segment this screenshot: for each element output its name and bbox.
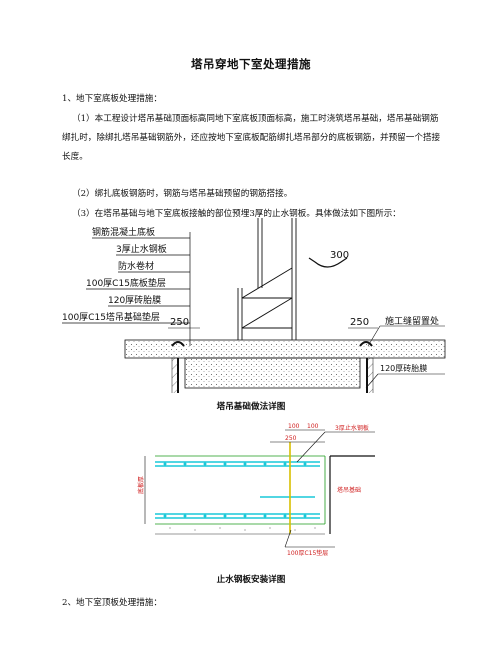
note-construction-joint: 施工缝留置处 <box>385 315 439 327</box>
label-slab-thickness: 底板厚 <box>137 476 145 494</box>
note-brick-mold-bottom: 120厚砖胎膜 <box>380 363 427 373</box>
dim-100-a: 100 <box>288 423 300 430</box>
dim-top-300: 300 <box>330 250 349 261</box>
dim-left-250: 250 <box>170 317 189 328</box>
figure1-caption: 塔吊基础做法详图 <box>216 402 286 412</box>
section1-heading: 1、地下室底板处理措施： <box>62 94 162 104</box>
dim-100-b: 100 <box>307 423 319 430</box>
waterstop-installation-drawing: 100 100 250 3厚止水钢板 塔吊基础 100厚C15垫层 底板厚 <box>137 423 375 557</box>
dim-right-250: 250 <box>350 317 369 328</box>
section1-paragraph-3: （3）在塔吊基础与地下室底板接触的部位预埋3厚的止水钢板。具体做法如下图所示： <box>72 209 401 219</box>
dim-250: 250 <box>285 435 297 442</box>
label-waterstop-plate: 3厚止水钢板 <box>116 243 167 255</box>
crane-foundation-drawing: 钢筋混凝土底板 3厚止水钢板 防水卷材 100厚C15底板垫层 120厚砖胎膜 … <box>62 218 446 393</box>
section2-heading: 2、地下室顶板处理措施： <box>62 598 162 608</box>
label-c15-cushion: 100厚C15垫层 <box>287 549 328 557</box>
figure2-caption: 止水钢板安装详图 <box>216 575 286 585</box>
label-slab-cushion: 100厚C15底板垫层 <box>86 277 166 289</box>
label-crane-foundation: 塔吊基础 <box>337 486 361 494</box>
label-foundation-cushion: 100厚C15塔吊基础垫层 <box>62 311 160 323</box>
label-waterstop-plate-2: 3厚止水钢板 <box>335 424 369 432</box>
label-brick-mold: 120厚砖胎膜 <box>108 294 161 306</box>
section1-paragraph-1: （1）本工程设计塔吊基础顶面标高同地下室底板顶面标高，施工时浇筑塔吊基础，塔吊基… <box>62 114 441 162</box>
page-title: 塔吊穿地下室处理措施 <box>191 57 311 71</box>
label-waterproof-membrane: 防水卷材 <box>118 260 154 272</box>
section1-paragraph-2: （2）绑扎底板钢筋时，钢筋与塔吊基础预留的钢筋搭接。 <box>72 189 293 199</box>
label-rc-slab: 钢筋混凝土底板 <box>92 226 155 238</box>
